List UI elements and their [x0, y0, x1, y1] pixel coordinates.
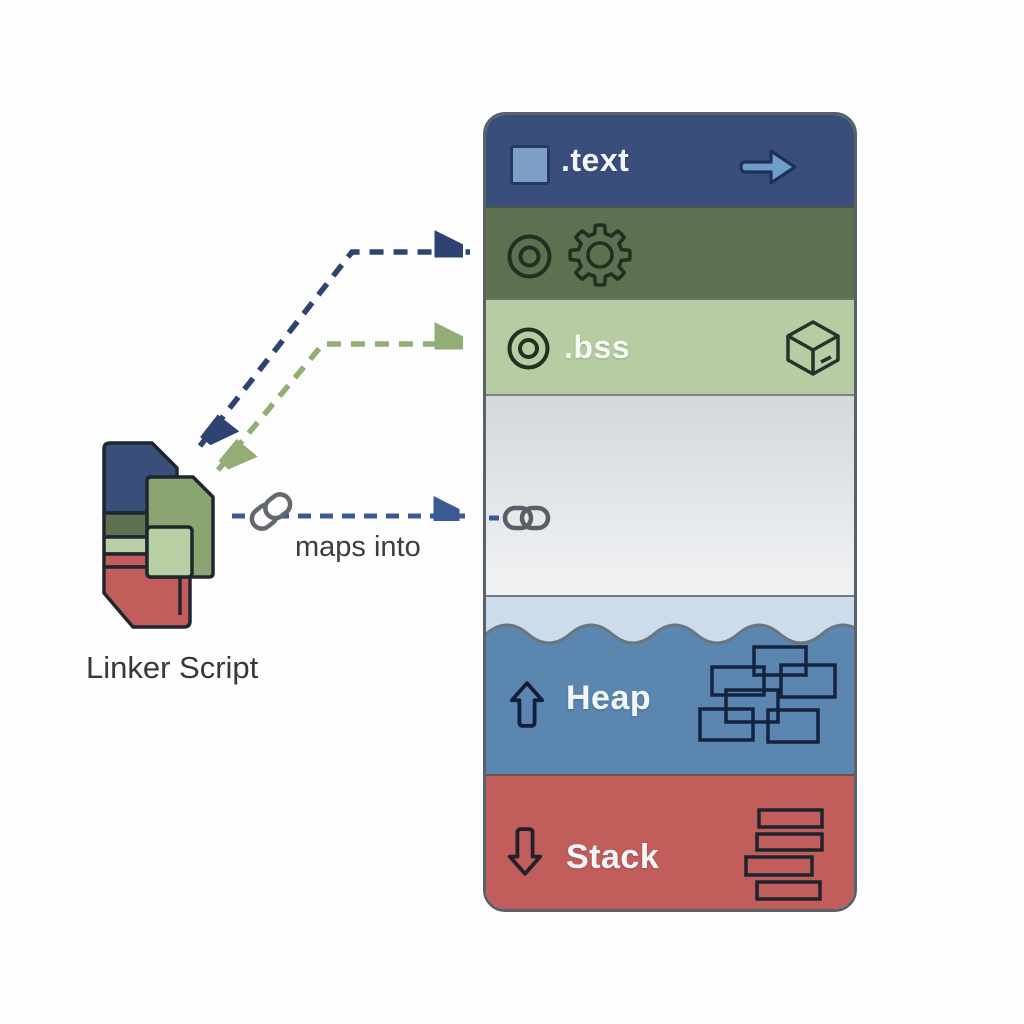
- bricks-icon: [698, 645, 837, 744]
- file-red-part: [102, 565, 192, 629]
- bullseye-icon: [507, 234, 552, 279]
- memory-map-panel: .text .bss: [483, 112, 857, 912]
- section-heap-label: Heap: [566, 679, 652, 717]
- section-init: [486, 206, 854, 298]
- right-arrow-icon: [739, 149, 797, 185]
- cube-icon: [786, 320, 840, 376]
- stacked-bars-icon: [744, 808, 824, 901]
- section-text: .text: [486, 115, 854, 206]
- heap-wave: [486, 623, 854, 776]
- up-arrow-icon: [509, 681, 545, 728]
- linker-script-label: Linker Script: [86, 650, 259, 685]
- gear-icon: [568, 223, 632, 287]
- section-text-label: .text: [561, 142, 630, 178]
- section-stack: Stack: [486, 774, 854, 909]
- section-bss: .bss: [486, 298, 854, 394]
- chain-link-icon: [249, 492, 293, 531]
- chain-link-icon: [489, 505, 551, 531]
- section-stack-label: Stack: [566, 838, 660, 876]
- bullseye-icon: [507, 327, 550, 370]
- section-bss-label: .bss: [564, 329, 631, 365]
- section-free: [486, 394, 854, 595]
- maps-into-label: maps into: [295, 531, 421, 563]
- linker-script-file-icon: [102, 441, 215, 629]
- down-arrow-icon: [507, 827, 543, 876]
- square-icon: [510, 145, 550, 185]
- section-heap: Heap: [486, 595, 854, 776]
- file-front-square: [145, 525, 194, 579]
- green-dashed-arrow: [215, 344, 470, 470]
- blue-dashed-arrow: [197, 252, 470, 446]
